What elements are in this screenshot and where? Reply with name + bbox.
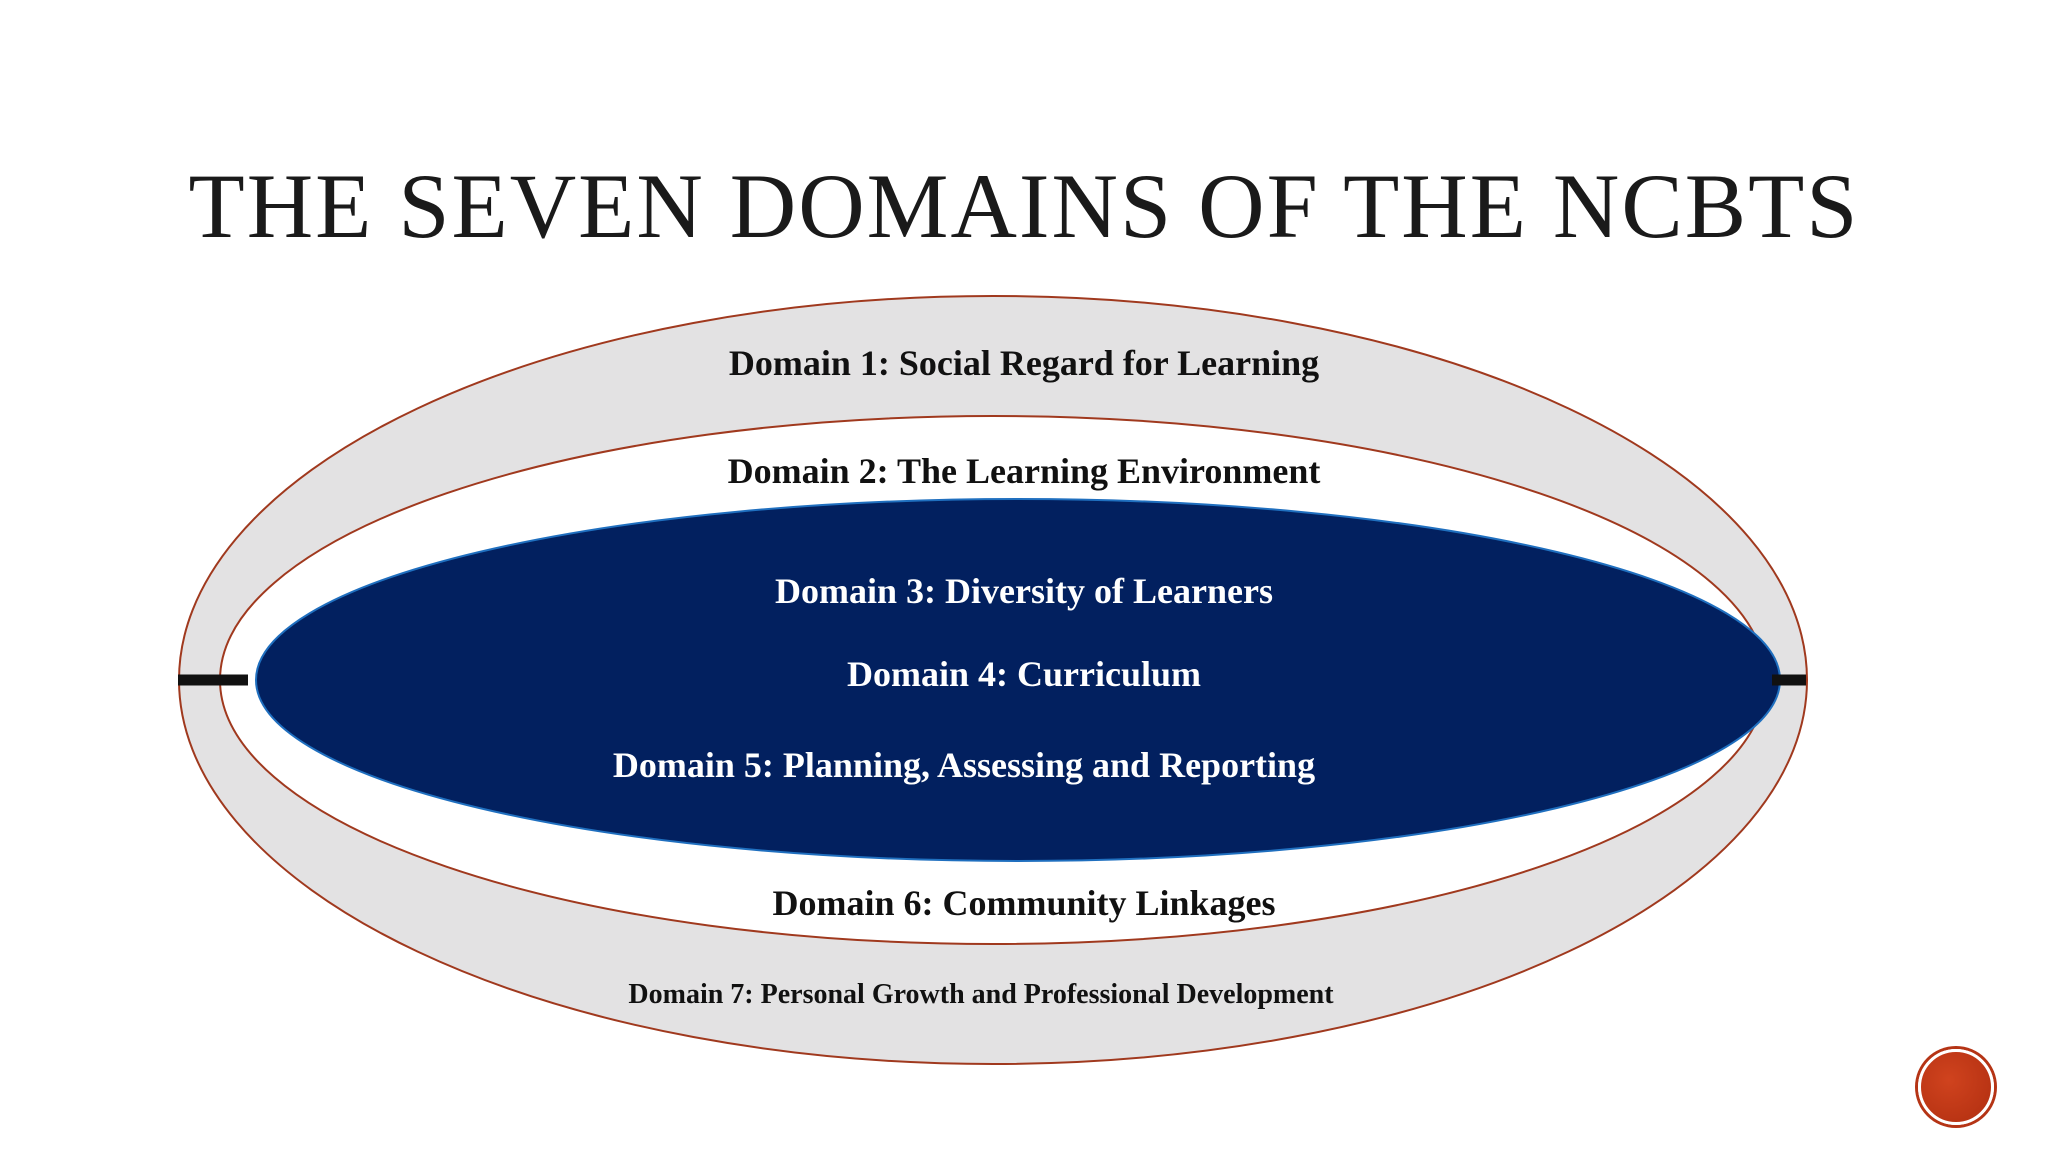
domain-6-label: Domain 6: Community Linkages [772,883,1276,923]
slide-title: THE SEVEN DOMAINS OF THE NCBTS [188,155,1860,257]
domain-3-label: Domain 3: Diversity of Learners [775,571,1273,611]
domain-7-label: Domain 7: Personal Growth and Profession… [628,979,1334,1010]
domain-4-label: Domain 4: Curriculum [847,654,1201,694]
circle-nav-icon[interactable] [1918,1049,1994,1125]
domain-5-label: Domain 5: Planning, Assessing and Report… [612,745,1316,785]
domain-2-label: Domain 2: The Learning Environment [727,451,1321,491]
domain-1-label: Domain 1: Social Regard for Learning [728,343,1320,383]
